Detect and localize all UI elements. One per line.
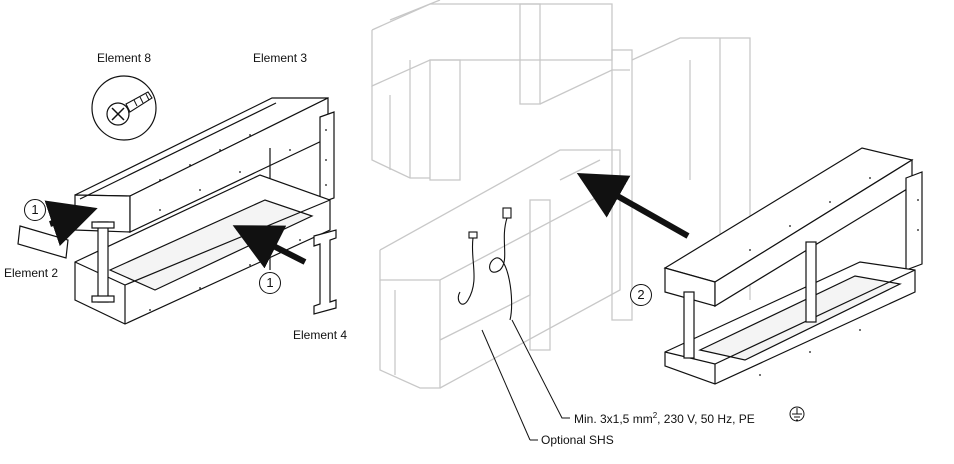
element2-plate [17, 225, 69, 259]
element3-box [74, 97, 335, 325]
assembled-box [663, 147, 923, 385]
element8-screw-detail [91, 75, 157, 141]
cable-connectors [457, 207, 513, 321]
power-spec-prefix: Min. 3x1,5 mm [574, 412, 653, 426]
step-marker-1-left: 1 [24, 199, 46, 221]
insert-arrow-element2 [44, 200, 98, 247]
label-power-spec: Min. 3x1,5 mm2, 230 V, 50 Hz, PE [574, 409, 755, 426]
earth-symbol-icon [789, 406, 805, 422]
label-element4: Element 4 [293, 328, 348, 342]
label-element3: Element 3 [253, 51, 308, 65]
label-element8: Element 8 [97, 51, 152, 65]
insert-arrow-step2 [576, 173, 690, 239]
insert-arrow-element4 [232, 225, 307, 269]
shs-leader-line [481, 329, 531, 441]
power-spec-suffix: , 230 V, 50 Hz, PE [657, 412, 755, 426]
element4-profile [313, 229, 337, 315]
label-optional-shs: Optional SHS [541, 433, 614, 447]
power-spec-sup: 2 [652, 411, 658, 420]
step-marker-1-middle: 1 [259, 272, 281, 294]
power-leader-line [511, 319, 570, 419]
step-marker-2: 2 [630, 284, 652, 306]
label-element2: Element 2 [4, 266, 59, 280]
